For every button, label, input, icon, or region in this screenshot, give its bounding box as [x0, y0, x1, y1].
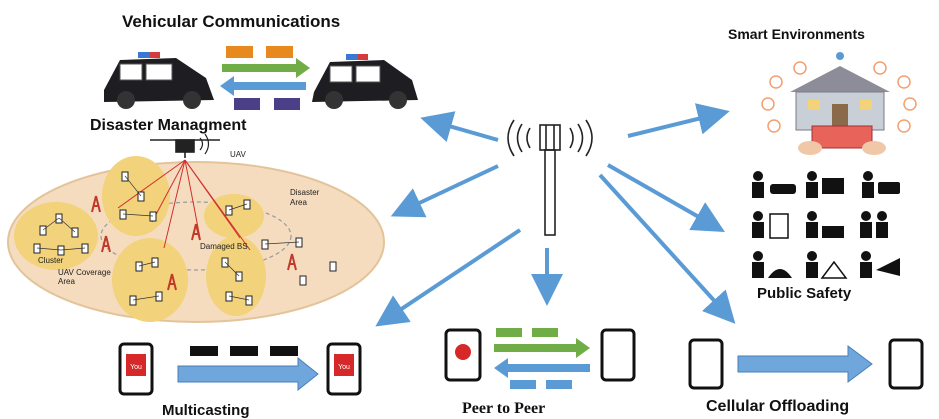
label-uav: UAV [230, 150, 246, 159]
label-disaster-area: Disaster Area [290, 188, 320, 207]
smartphone-icon [600, 328, 636, 382]
disaster-scene [7, 133, 385, 323]
label-cluster: Cluster [38, 256, 64, 265]
uav-icon [150, 133, 220, 158]
smartphone-icon [688, 338, 724, 390]
label-peer-to-peer: Peer to Peer [462, 400, 546, 417]
label-uav-coverage-area: UAV Coverage Area [58, 268, 111, 286]
smartphone-icon: You [326, 342, 362, 396]
label-cellular-offloading: Cellular Offloading [706, 398, 850, 415]
vehicular-scene [104, 46, 418, 110]
p2p-scene [444, 328, 636, 389]
label-multicasting: Multicasting [162, 402, 250, 419]
smart-house-icon [761, 52, 917, 155]
label-smart-environments: Smart Environments [728, 26, 865, 42]
smartphone-icon [888, 338, 924, 390]
label-disaster-management: Disaster Managment [90, 117, 247, 134]
label-vehicular-communications: Vehicular Communications [122, 12, 341, 31]
cell-tower-icon [507, 119, 593, 236]
smartphone-icon: You [118, 342, 154, 396]
offloading-scene [688, 338, 924, 390]
police-officer-icon-grid [752, 171, 900, 279]
smartphone-icon [444, 328, 482, 382]
base-station-icons [91, 195, 297, 291]
label-public-safety: Public Safety [757, 285, 852, 302]
connection-arrows [375, 103, 736, 327]
police-car-icon-left [104, 52, 214, 109]
youtube-icon: You [130, 364, 142, 371]
multicasting-scene: You You [118, 342, 362, 396]
police-car-icon-right [312, 54, 418, 109]
youtube-icon: You [338, 364, 350, 371]
label-damaged-bs: Damaged BS [200, 242, 248, 251]
